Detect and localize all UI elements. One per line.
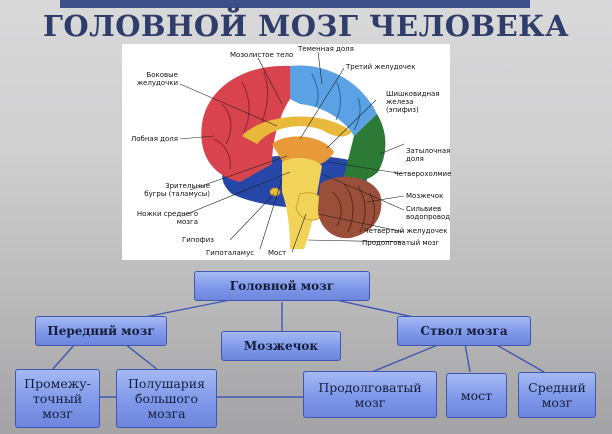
label-hypothalamus: Гипоталамус (206, 249, 255, 257)
occipital-lobe-shape (344, 114, 386, 181)
label-cerebellum: Мозжечок (406, 192, 444, 200)
brain-illustration (179, 51, 405, 253)
label-third-ventricle: Третий желудочек (346, 63, 416, 71)
box-brainstem: Ствол мозга (397, 316, 531, 346)
box-forebrain: Передний мозг (35, 316, 167, 346)
label-pineal-gland: Шишковидная железа (эпифиз) (386, 90, 440, 114)
label-aqueduct: Сильвиев водопровод (406, 205, 451, 221)
label-quadrigemina: Четверохолмие (394, 170, 452, 178)
label-medulla: Продолговатый мозг (362, 239, 440, 247)
box-pons: мост (446, 373, 507, 418)
label-thalamus: Зрительные бугры (таламусы) (144, 182, 210, 198)
label-occipital-lobe: Затылочная доля (406, 147, 451, 163)
leader-lines (179, 51, 405, 253)
box-medulla: Продолговатый мозг (303, 371, 437, 418)
label-lateral-ventricles: Боковые желудочки (136, 71, 178, 87)
label-fourth-ventricle: Четвёртый желудочек (364, 227, 448, 235)
parietal-lobe-shape (290, 65, 377, 136)
label-frontal-lobe: Лобная доля (131, 135, 178, 143)
label-midbrain-peduncles: Ножки среднего мозга (136, 210, 198, 226)
box-midbrain: Средний мозг (518, 372, 596, 418)
label-corpus-callosum: Мозолистое тело (230, 51, 294, 59)
box-hemispheres: Полушария большого мозга (116, 369, 217, 428)
cerebellum-shape (318, 176, 382, 239)
box-cerebellum: Мозжечок (221, 331, 341, 361)
label-parietal-lobe: Теменная доля (298, 45, 354, 53)
label-pituitary: Гипофиз (182, 236, 214, 244)
top-accent-bar (60, 0, 530, 8)
page-title: ГОЛОВНОЙ МОЗГ ЧЕЛОВЕКА (42, 9, 570, 43)
label-pons: Мост (268, 249, 287, 257)
box-brain: Головной мозг (194, 271, 370, 301)
corpus-callosum-shape (242, 116, 352, 144)
brain-illustration-panel: Мозолистое тело Теменная доля Боковые же… (122, 44, 452, 260)
box-diencephalon: Промежу- точный мозг (15, 369, 100, 428)
